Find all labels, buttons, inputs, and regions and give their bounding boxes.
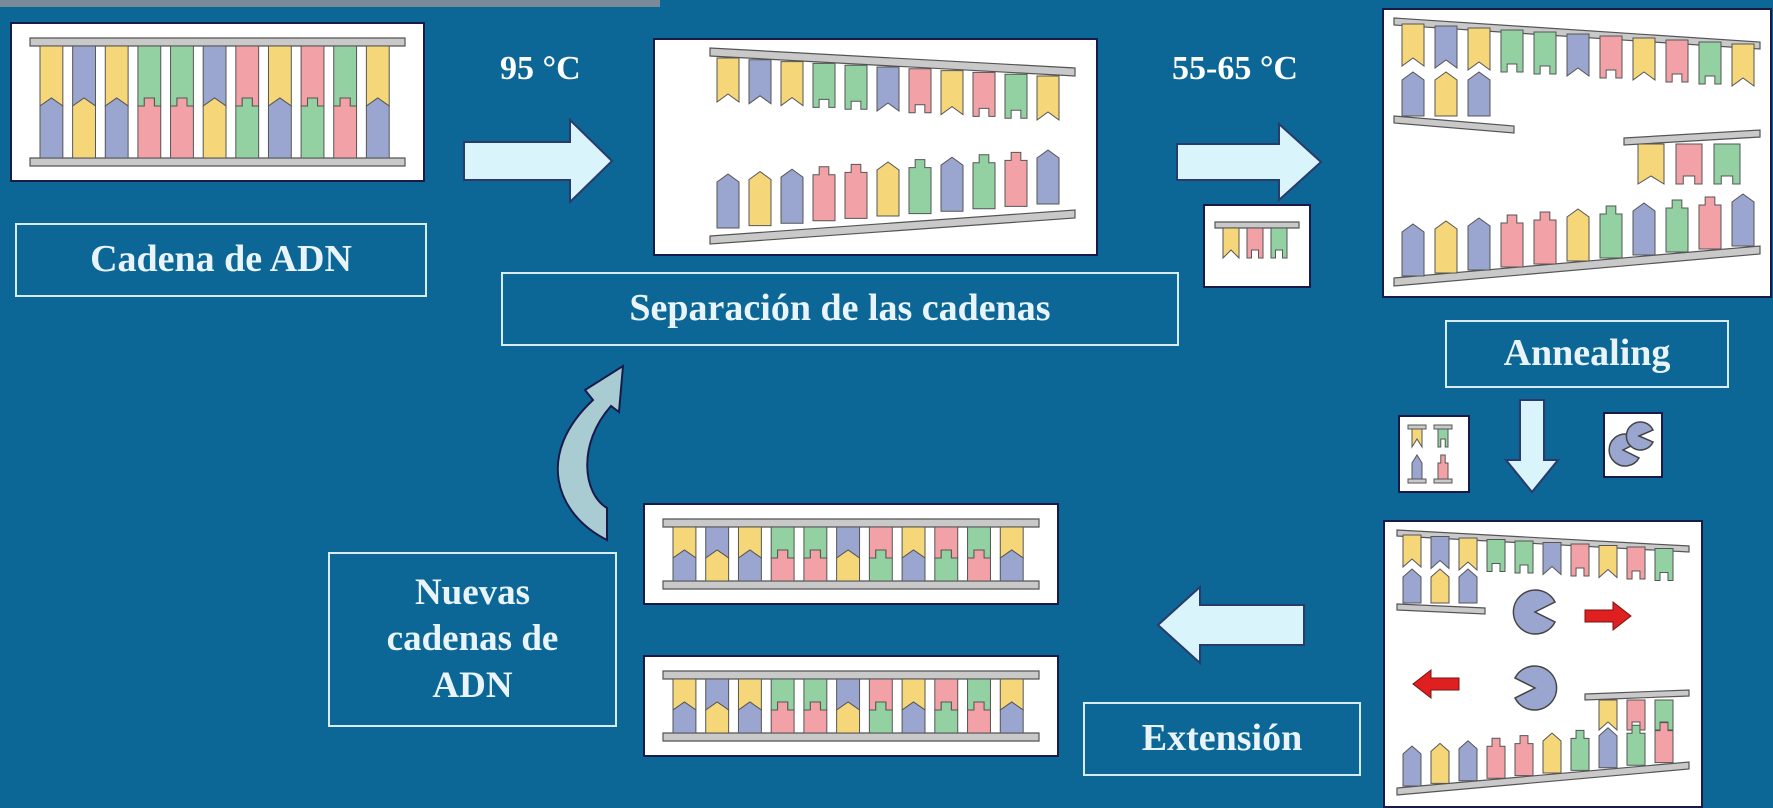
polymerase-panel <box>1603 412 1663 478</box>
annealing-image <box>1393 17 1761 287</box>
polymerase-icon <box>1608 421 1655 467</box>
extension-image <box>1396 529 1690 796</box>
separation-label: Separación de las cadenas <box>501 272 1179 346</box>
new-dna-chain-image-1 <box>662 518 1040 590</box>
new-chains-label-text: Nuevas cadenas de ADN <box>386 572 559 706</box>
annealing-label: Annealing <box>1445 320 1729 388</box>
new-dna-chain-panel-2 <box>643 655 1059 757</box>
extension-label: Extensión <box>1083 702 1361 776</box>
primers-image <box>1214 221 1300 260</box>
dna-chain-label-text: Cadena de ADN <box>90 238 352 281</box>
nucleotides-image <box>1407 424 1453 484</box>
primers-panel <box>1203 204 1311 288</box>
separated-strands-panel <box>653 38 1098 256</box>
separated-strands-image <box>709 47 1076 245</box>
dna-double-strand-image <box>29 37 406 167</box>
annealing-panel <box>1382 8 1772 298</box>
denature-temperature: 95 °C <box>500 50 581 87</box>
new-dna-chain-panel-1 <box>643 503 1059 605</box>
cycle-arrow-icon <box>556 364 625 542</box>
arrow-right-icon <box>463 118 614 204</box>
dna-chain-label: Cadena de ADN <box>15 223 427 297</box>
annealing-label-text: Annealing <box>1503 332 1671 375</box>
new-chains-label: Nuevas cadenas de ADN <box>328 552 617 727</box>
arrow-right-icon <box>1176 122 1323 202</box>
new-dna-chain-image-2 <box>662 670 1040 742</box>
anneal-temperature: 55-65 °C <box>1172 50 1298 87</box>
title-bar-strip <box>0 0 660 7</box>
separation-label-text: Separación de las cadenas <box>629 287 1051 330</box>
extension-panel <box>1383 520 1703 808</box>
arrow-down-icon <box>1504 399 1560 494</box>
arrow-left-icon <box>1156 585 1305 665</box>
extension-label-text: Extensión <box>1141 717 1303 760</box>
dna-double-strand-panel <box>10 22 425 182</box>
nucleotides-panel <box>1398 415 1470 493</box>
